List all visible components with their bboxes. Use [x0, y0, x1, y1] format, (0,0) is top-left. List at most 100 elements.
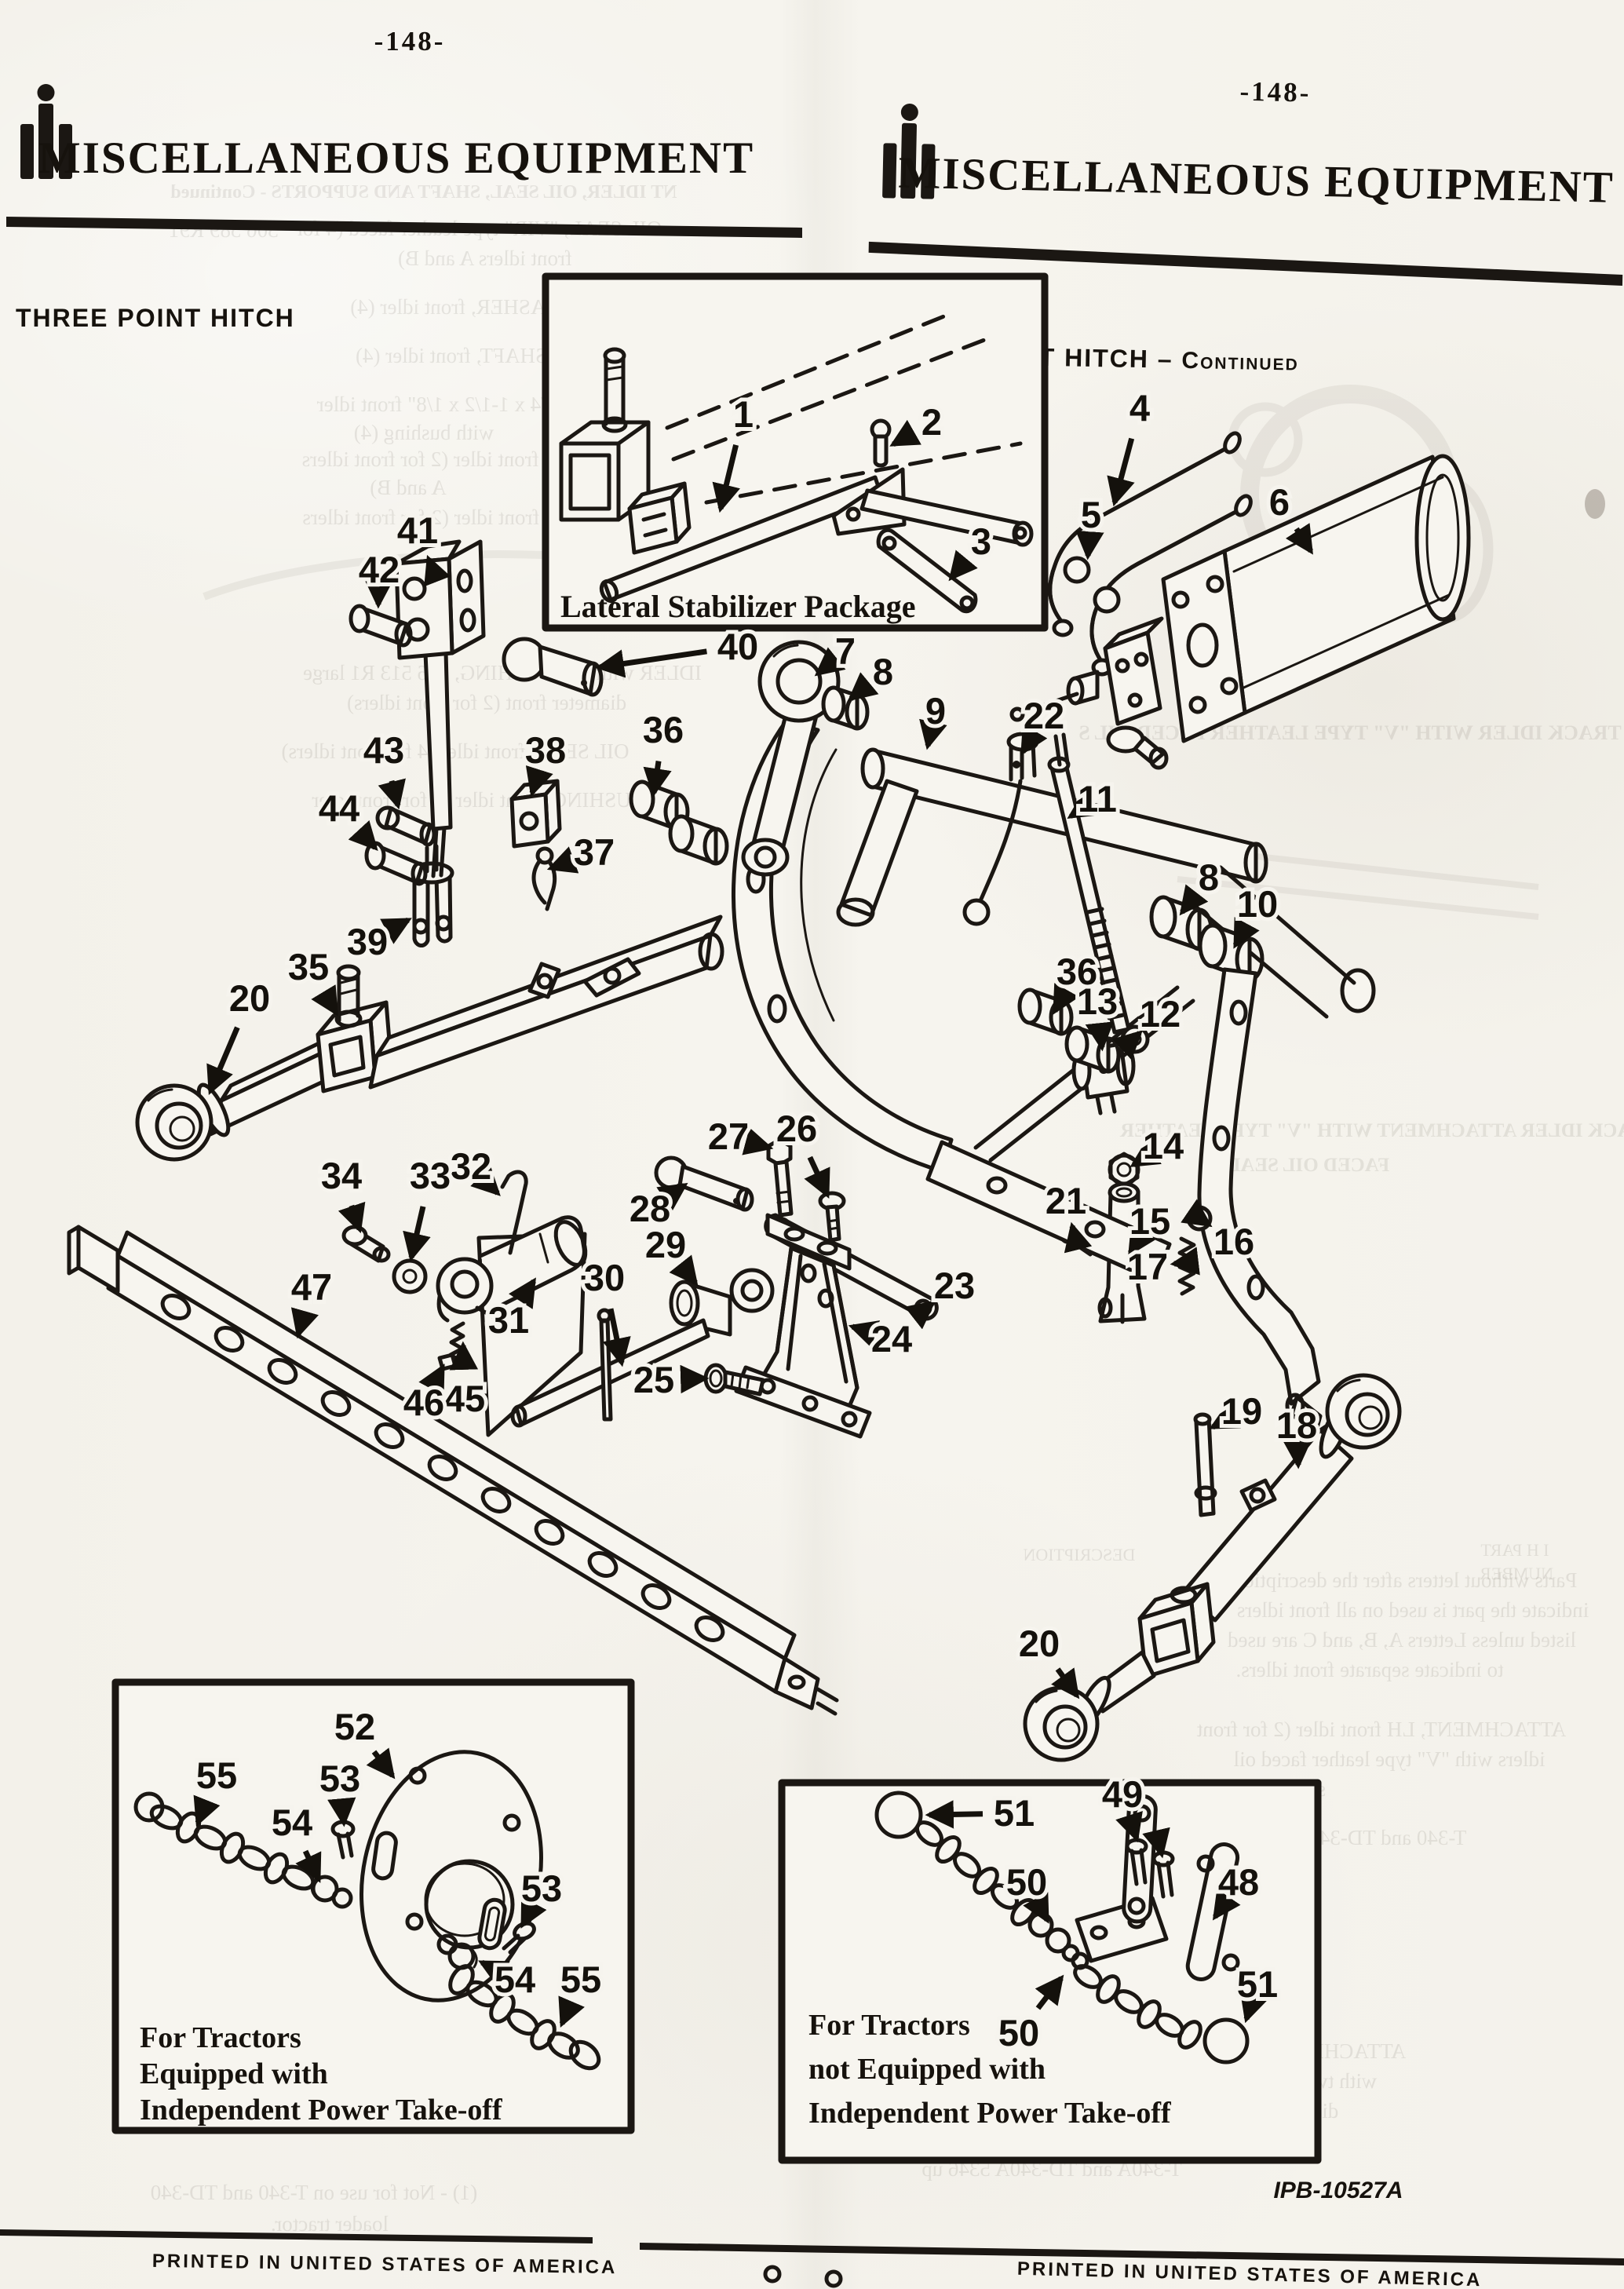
svg-text:36: 36	[643, 709, 684, 750]
callout-48: 48	[1212, 1857, 1263, 1921]
callout-43: 43	[359, 725, 408, 810]
ghost-text: Parts without letters after the descript…	[1232, 1568, 1577, 1592]
ghost-text: TRACK IDLER WITH "V" TYPE LEATHER FACED …	[1078, 721, 1622, 744]
box1-caption-line1: For Tractors	[140, 2021, 301, 2054]
hook-32	[500, 1170, 528, 1255]
callout-17: 17	[1123, 1242, 1200, 1291]
callout-10: 10	[1233, 879, 1282, 949]
rivet-34	[341, 1225, 391, 1263]
figure-id: IPB-10527A	[1273, 2178, 1403, 2203]
ghost-text: TRACK IDLER ATTACHMENT WITH "V" TYPE LEA…	[1119, 1120, 1624, 1141]
chain-55-right	[448, 1964, 601, 2071]
callout-26: 26	[772, 1104, 830, 1199]
ghost-text: ATTACHMENT, LH front idler (2 for front	[1196, 1718, 1566, 1741]
svg-text:3: 3	[971, 520, 991, 562]
callout-1: 1	[712, 389, 757, 513]
chain-55-left	[133, 1791, 316, 1891]
svg-text:50: 50	[998, 2012, 1039, 2054]
grommet-33	[392, 1258, 428, 1294]
callout-36: 36	[639, 705, 688, 798]
bracket-24	[734, 1213, 872, 1439]
callout-11: 11	[1067, 774, 1121, 823]
lift-link-strap-10	[1197, 967, 1323, 1436]
ih-logo	[20, 84, 72, 179]
svg-text:8: 8	[873, 651, 893, 692]
nut-46	[437, 1353, 458, 1371]
callout-51: 51	[925, 1788, 1038, 1838]
callout-18: 18	[1272, 1400, 1321, 1469]
callout-32: 32	[447, 1141, 501, 1196]
callout-8: 8	[847, 647, 897, 702]
ghost-text: loader tractor.	[271, 2212, 389, 2236]
callout-2: 2	[889, 397, 946, 447]
callout-16: 16	[1181, 1199, 1258, 1266]
drawbar-47	[67, 1225, 839, 1716]
svg-text:50: 50	[1006, 1861, 1047, 1903]
callout-38: 38	[521, 725, 570, 798]
svg-text:7: 7	[835, 630, 856, 672]
callout-13: 13	[1073, 977, 1122, 1052]
ghost-text: listed unless Letters A, B, and C are us…	[1228, 1628, 1576, 1652]
upper-bracket-41-group	[349, 539, 604, 911]
svg-text:52: 52	[334, 1706, 375, 1747]
ghost-text: diameter front (2 for front idlers)	[347, 691, 626, 714]
callout-25: 25	[630, 1355, 710, 1404]
svg-text:47: 47	[291, 1266, 332, 1308]
footer-rule-left	[0, 2229, 593, 2243]
pin-49a	[1125, 1838, 1148, 1886]
stabilizer-arm-1	[599, 467, 1034, 604]
link-3	[876, 528, 978, 614]
right-page-header: -148- MISCELLANEOUS EQUIPMENT	[868, 76, 1623, 287]
svg-text:16: 16	[1213, 1221, 1254, 1262]
right-header-rule	[868, 241, 1623, 287]
ghost-text: FACED OIL SEALS	[1217, 1155, 1389, 1176]
box1-caption-line2: Equipped with	[140, 2057, 328, 2090]
svg-text:55: 55	[560, 1959, 601, 2000]
bolt-26	[818, 1191, 846, 1243]
callout-33: 33	[403, 1151, 454, 1262]
dashed-guides	[665, 310, 1023, 505]
scan-artifact-spot	[1585, 489, 1605, 519]
ball-joint-29	[669, 1268, 775, 1337]
svg-text:18: 18	[1276, 1404, 1317, 1446]
callout-23: 23	[904, 1261, 979, 1330]
svg-text:1: 1	[733, 393, 754, 435]
bolt-27	[766, 1137, 794, 1218]
right-page-number: -148-	[1239, 76, 1312, 108]
pin-28	[654, 1155, 754, 1212]
callout-47: 47	[287, 1262, 336, 1339]
ghost-text: front idlers A and B)	[398, 246, 572, 270]
bushing-40	[502, 637, 604, 697]
box1-caption-line3: Independent Power Take-off	[140, 2094, 503, 2127]
exploded-parts-drawing: Lateral Stabilizer Package	[67, 272, 1471, 2203]
callout-29: 29	[641, 1220, 699, 1287]
svg-text:21: 21	[1046, 1180, 1086, 1221]
svg-text:31: 31	[488, 1299, 529, 1341]
svg-text:23: 23	[934, 1265, 975, 1306]
left-page-number: -148-	[374, 26, 446, 57]
svg-text:19: 19	[1221, 1390, 1262, 1432]
svg-text:44: 44	[319, 787, 359, 829]
svg-text:36: 36	[1057, 951, 1097, 992]
nut-14	[1108, 1152, 1140, 1188]
svg-text:35: 35	[288, 946, 329, 988]
svg-text:26: 26	[776, 1108, 817, 1149]
svg-text:24: 24	[871, 1318, 912, 1360]
callout-42: 42	[355, 545, 403, 609]
punch-mark-right	[824, 2269, 843, 2288]
callout-41: 41	[393, 506, 451, 587]
right-page-title: MISCELLANEOUS EQUIPMENT	[898, 148, 1615, 213]
svg-text:27: 27	[708, 1115, 749, 1157]
ih-logo	[882, 103, 936, 199]
rod-30	[510, 1308, 710, 1428]
stabilizer-caption: Lateral Stabilizer Package	[560, 589, 916, 624]
chain-51-lower	[1073, 1964, 1250, 2064]
left-header-rule	[6, 217, 802, 238]
svg-text:38: 38	[525, 729, 566, 771]
ghost-text: NUMBER	[1480, 1564, 1553, 1583]
callout-14: 14	[1130, 1121, 1188, 1170]
callout-34: 34	[317, 1151, 366, 1234]
ghost-text: A and B)	[370, 476, 447, 499]
svg-text:39: 39	[347, 921, 388, 962]
